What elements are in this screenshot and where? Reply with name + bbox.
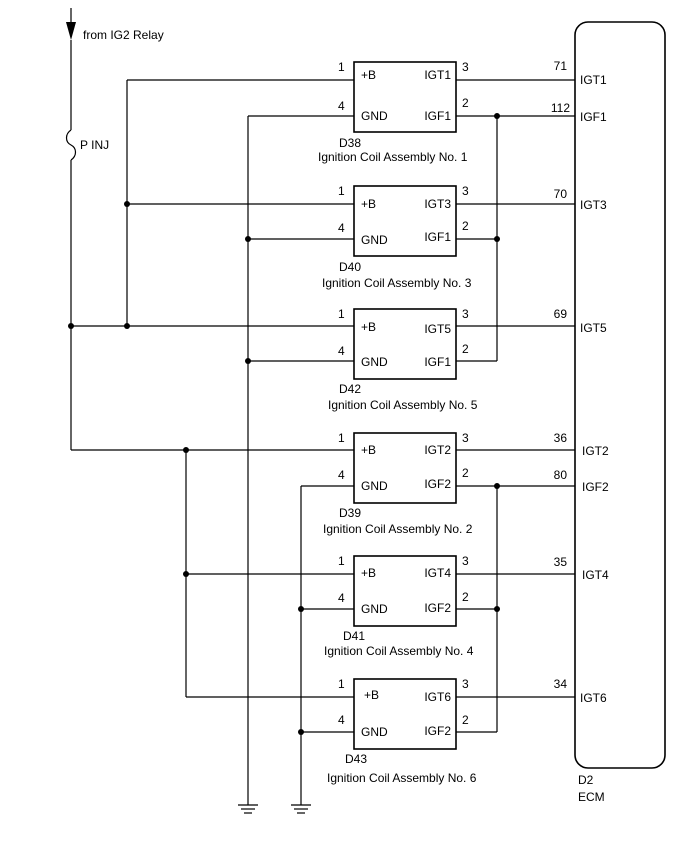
ecm-connector: 71 IGT1 112 IGF1 70 IGT3 69 IGT5 36 IGT2… xyxy=(551,21,666,804)
ignition-coil-d41: +B GND IGT4 IGF2 1 4 3 2 D41 Ignition Co… xyxy=(324,554,474,658)
coil-name: Ignition Coil Assembly No. 1 xyxy=(318,150,468,164)
coil-id: D40 xyxy=(339,260,361,274)
svg-text:+B: +B xyxy=(361,68,376,82)
svg-text:34: 34 xyxy=(554,677,568,691)
fuse-symbol xyxy=(65,129,77,161)
svg-text:3: 3 xyxy=(462,431,469,445)
svg-text:3: 3 xyxy=(462,60,469,74)
svg-text:GND: GND xyxy=(361,479,388,493)
svg-text:IGF2: IGF2 xyxy=(424,601,451,615)
svg-text:IGT1: IGT1 xyxy=(424,68,451,82)
svg-text:+B: +B xyxy=(364,688,379,702)
svg-text:+B: +B xyxy=(361,566,376,580)
svg-text:2: 2 xyxy=(462,342,469,356)
coil-name: Ignition Coil Assembly No. 6 xyxy=(327,771,477,785)
ecm-id: D2 xyxy=(578,773,594,787)
coil-id: D42 xyxy=(339,382,361,396)
svg-text:IGF2: IGF2 xyxy=(424,477,451,491)
svg-text:2: 2 xyxy=(462,713,469,727)
svg-text:4: 4 xyxy=(338,468,345,482)
svg-text:IGF2: IGF2 xyxy=(582,480,609,494)
svg-text:IGT4: IGT4 xyxy=(582,568,609,582)
svg-text:71: 71 xyxy=(554,59,568,73)
svg-text:GND: GND xyxy=(361,602,388,616)
fuse-label: P INJ xyxy=(80,138,109,152)
svg-text:69: 69 xyxy=(554,307,568,321)
coil-name: Ignition Coil Assembly No. 5 xyxy=(328,398,478,412)
svg-text:IGT2: IGT2 xyxy=(582,444,609,458)
svg-text:IGT3: IGT3 xyxy=(424,197,451,211)
svg-text:1: 1 xyxy=(338,677,345,691)
ground-symbol xyxy=(291,804,311,814)
svg-text:IGT2: IGT2 xyxy=(424,443,451,457)
svg-text:IGT6: IGT6 xyxy=(580,691,607,705)
coil-id: D38 xyxy=(339,136,361,150)
coil-id: D39 xyxy=(339,506,361,520)
svg-text:4: 4 xyxy=(338,99,345,113)
svg-text:IGT3: IGT3 xyxy=(580,198,607,212)
svg-text:IGF1: IGF1 xyxy=(424,230,451,244)
coil-name: Ignition Coil Assembly No. 2 xyxy=(323,522,473,536)
svg-text:IGF1: IGF1 xyxy=(580,110,607,124)
svg-text:112: 112 xyxy=(551,101,570,115)
ground-symbol xyxy=(238,804,258,814)
svg-text:1: 1 xyxy=(338,431,345,445)
svg-text:IGF2: IGF2 xyxy=(424,724,451,738)
svg-text:GND: GND xyxy=(361,355,388,369)
svg-text:3: 3 xyxy=(462,677,469,691)
svg-text:IGT5: IGT5 xyxy=(580,321,607,335)
svg-text:2: 2 xyxy=(462,96,469,110)
svg-text:IGT5: IGT5 xyxy=(424,322,451,336)
svg-text:1: 1 xyxy=(338,60,345,74)
svg-text:70: 70 xyxy=(554,187,568,201)
svg-text:2: 2 xyxy=(462,466,469,480)
coil-id: D41 xyxy=(343,629,365,643)
supply-source-label: from IG2 Relay xyxy=(83,28,164,42)
svg-text:4: 4 xyxy=(338,344,345,358)
svg-text:4: 4 xyxy=(338,221,345,235)
coil-name: Ignition Coil Assembly No. 3 xyxy=(322,276,472,290)
svg-text:IGT6: IGT6 xyxy=(424,690,451,704)
svg-text:1: 1 xyxy=(338,184,345,198)
svg-text:4: 4 xyxy=(338,591,345,605)
svg-text:IGF1: IGF1 xyxy=(424,109,451,123)
svg-text:IGF1: IGF1 xyxy=(424,355,451,369)
ecm-name: ECM xyxy=(578,790,605,804)
ignition-coil-d38: +B GND IGT1 IGF1 1 4 3 2 D38 Ignition Co… xyxy=(318,60,469,164)
svg-text:IGT4: IGT4 xyxy=(424,566,451,580)
svg-text:GND: GND xyxy=(361,725,388,739)
svg-text:3: 3 xyxy=(462,184,469,198)
svg-text:2: 2 xyxy=(462,590,469,604)
ignition-coil-d42: +B GND IGT5 IGF1 1 4 3 2 D42 Ignition Co… xyxy=(328,307,478,412)
svg-text:+B: +B xyxy=(361,320,376,334)
svg-text:GND: GND xyxy=(361,233,388,247)
svg-text:36: 36 xyxy=(554,431,568,445)
svg-text:IGT1: IGT1 xyxy=(580,73,607,87)
svg-text:80: 80 xyxy=(554,468,568,482)
svg-text:+B: +B xyxy=(361,443,376,457)
coil-name: Ignition Coil Assembly No. 4 xyxy=(324,644,474,658)
svg-text:35: 35 xyxy=(554,555,568,569)
ignition-coil-d43: +B GND IGT6 IGF2 1 4 3 2 D43 Ignition Co… xyxy=(327,677,477,785)
svg-text:GND: GND xyxy=(361,109,388,123)
svg-text:1: 1 xyxy=(338,554,345,568)
coil-id: D43 xyxy=(345,752,367,766)
svg-text:4: 4 xyxy=(338,713,345,727)
svg-text:3: 3 xyxy=(462,307,469,321)
ignition-coil-d40: +B GND IGT3 IGF1 1 4 3 2 D40 Ignition Co… xyxy=(322,184,472,290)
junction-dots xyxy=(68,113,500,735)
ignition-coil-d39: +B GND IGT2 IGF2 1 4 3 2 D39 Ignition Co… xyxy=(323,431,473,536)
svg-text:3: 3 xyxy=(462,554,469,568)
svg-text:1: 1 xyxy=(338,307,345,321)
svg-text:2: 2 xyxy=(462,219,469,233)
supply-arrow xyxy=(66,8,76,40)
svg-text:+B: +B xyxy=(361,197,376,211)
